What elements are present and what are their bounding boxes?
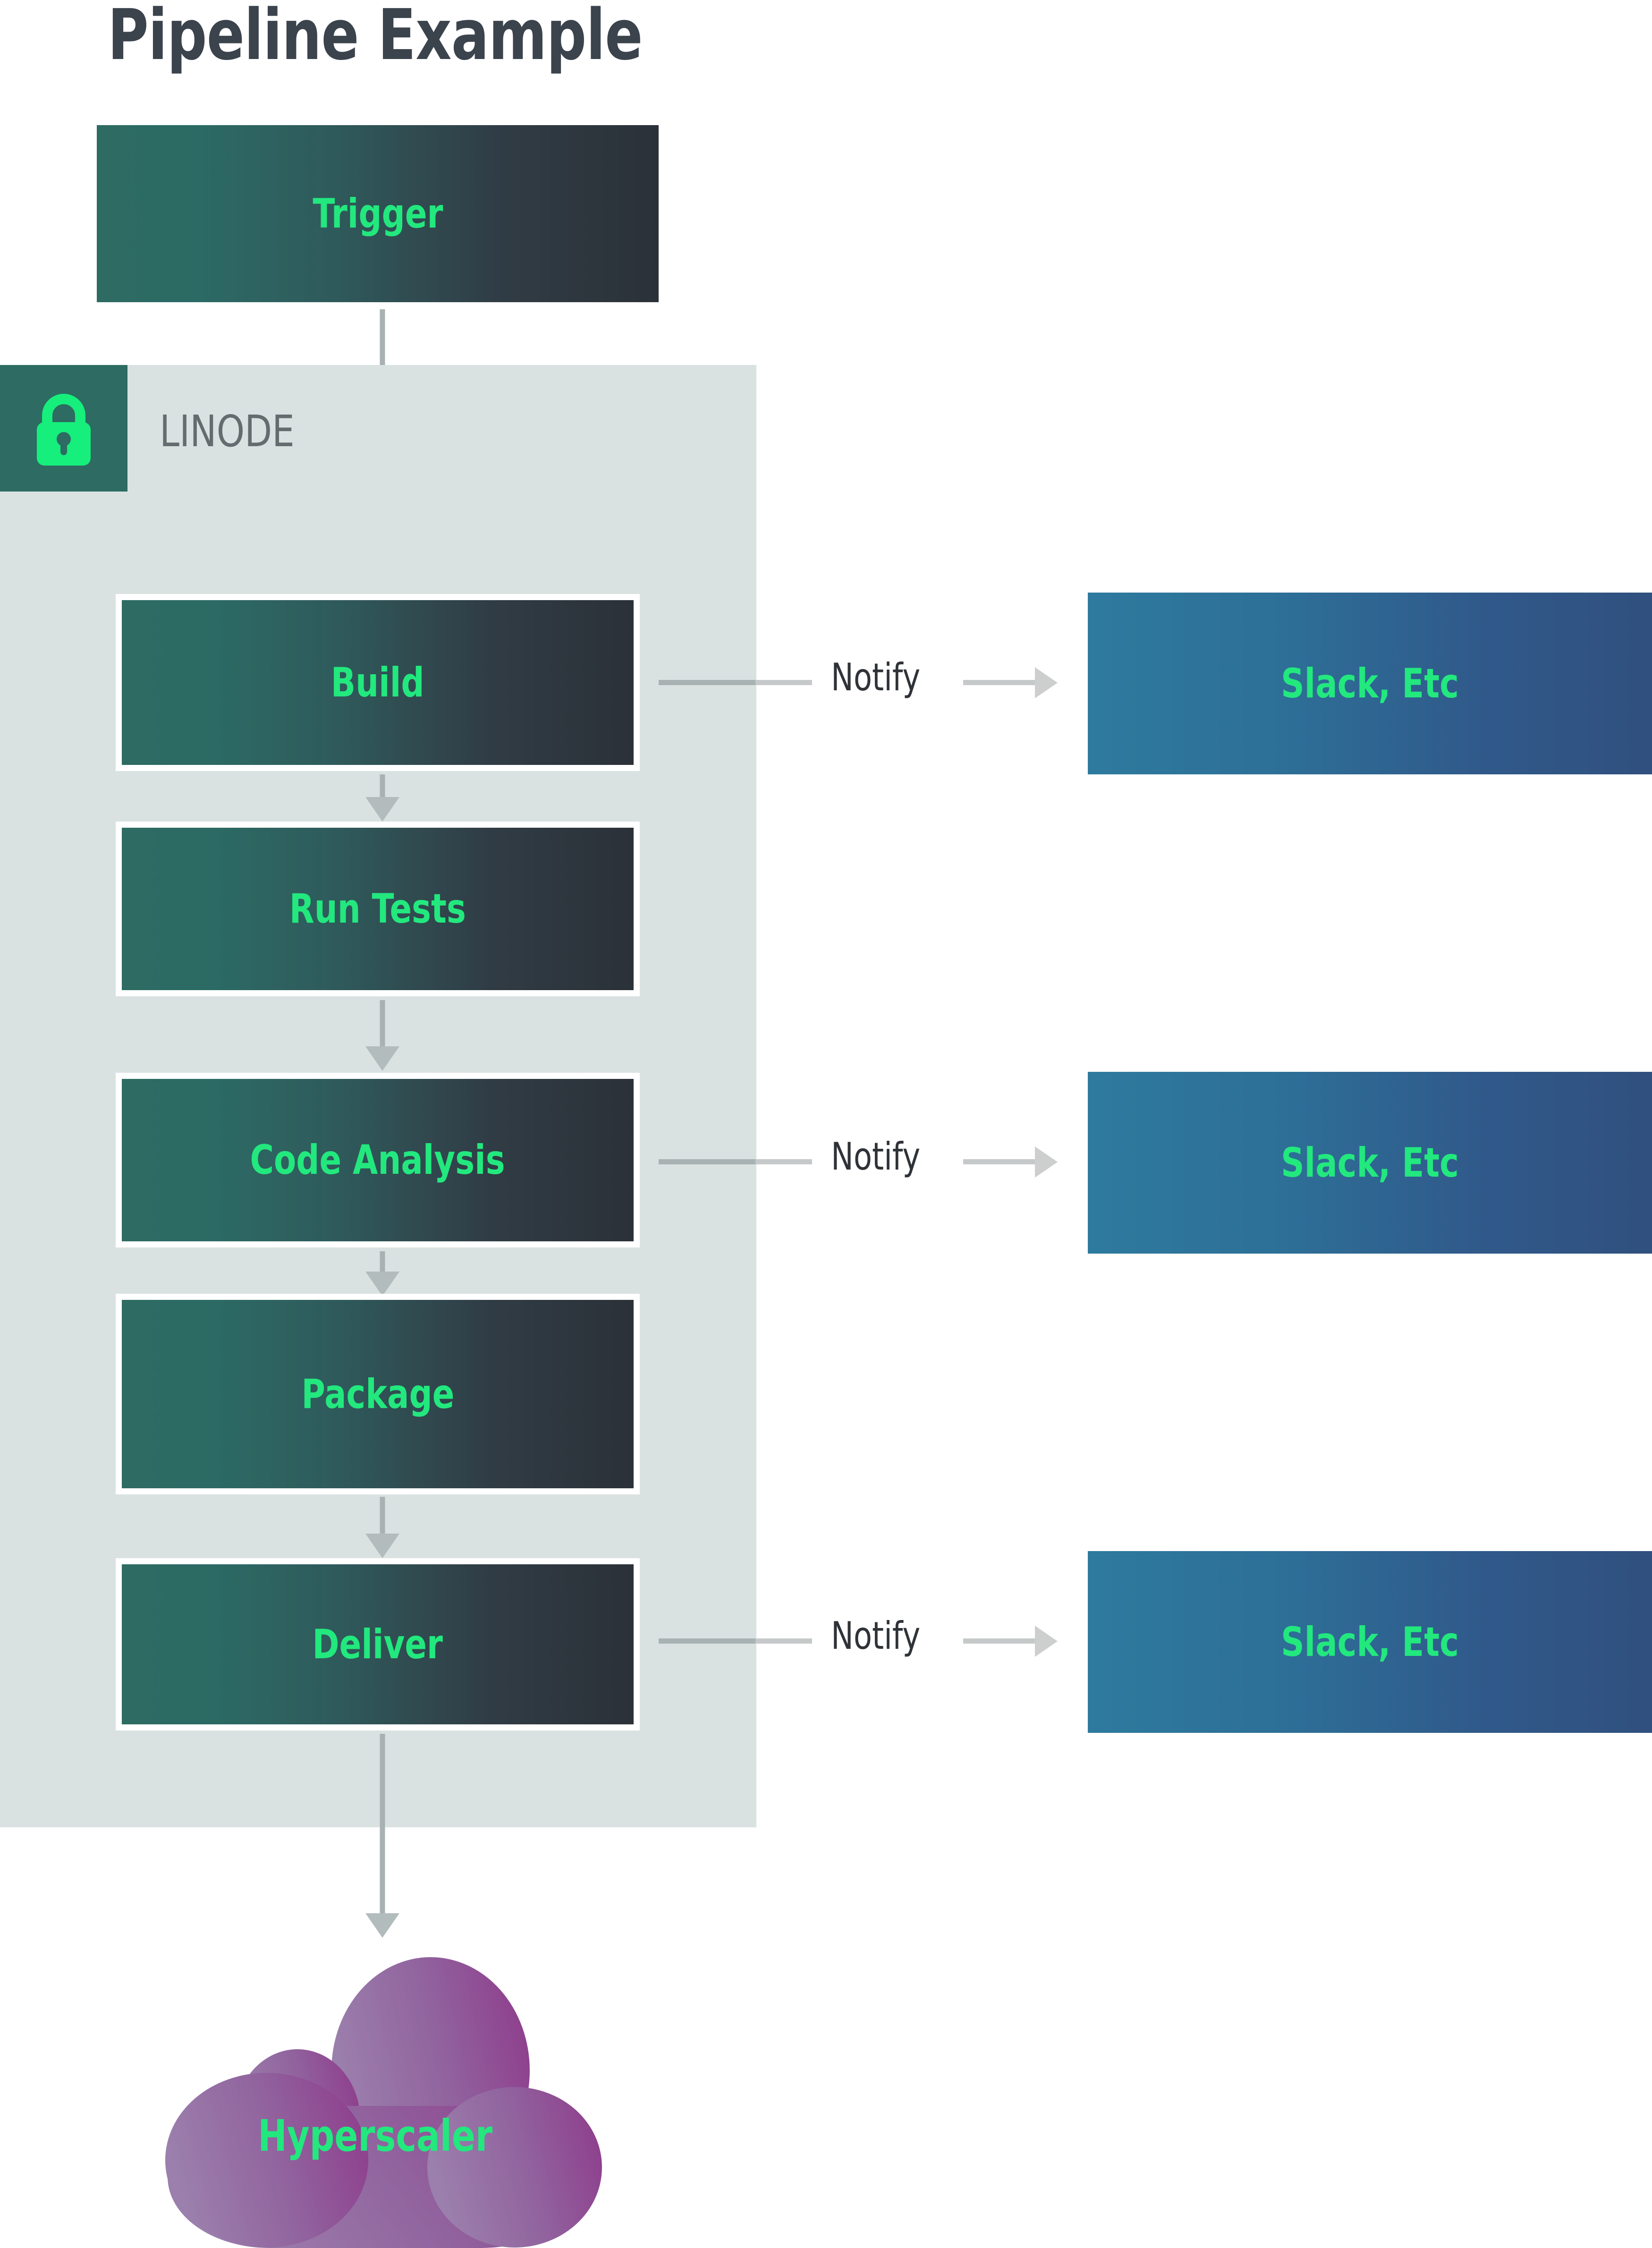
arrow-head-icon xyxy=(365,1046,399,1071)
arrow-shaft xyxy=(380,1734,385,1913)
node-build[interactable]: Build xyxy=(116,594,640,771)
arrow-shaft xyxy=(380,1251,385,1272)
arrow-head-icon xyxy=(365,1913,399,1938)
node-package-label: Package xyxy=(301,1370,454,1418)
lock-icon xyxy=(0,365,127,492)
node-slack-1[interactable]: Slack, Etc xyxy=(1088,593,1652,774)
notify-line-left-3b xyxy=(755,1638,812,1644)
notify-line-left-2b xyxy=(755,1159,812,1164)
notify-line-right-3 xyxy=(963,1638,1044,1644)
notify-line-left-3 xyxy=(659,1638,796,1644)
notify-line-left-1 xyxy=(659,680,796,685)
arrow-run-tests-to-code-analysis xyxy=(364,1000,401,1071)
arrow-shaft xyxy=(380,1000,385,1046)
arrow-head-icon xyxy=(365,797,399,822)
notify-label-2: Notify xyxy=(831,1135,921,1179)
node-code-analysis[interactable]: Code Analysis xyxy=(116,1073,640,1247)
node-slack-2[interactable]: Slack, Etc xyxy=(1088,1072,1652,1254)
arrow-code-analysis-to-package xyxy=(364,1251,401,1296)
node-slack-3[interactable]: Slack, Etc xyxy=(1088,1551,1652,1733)
arrow-build-to-run-tests xyxy=(364,774,401,822)
node-trigger-label: Trigger xyxy=(313,190,443,238)
cloud-icon xyxy=(165,1957,602,2248)
notify-line-right-2 xyxy=(963,1159,1044,1164)
node-build-label: Build xyxy=(331,659,424,706)
notify-line-right-1 xyxy=(963,680,1044,685)
node-slack-1-label: Slack, Etc xyxy=(1281,660,1459,707)
zone-linode-label: LINODE xyxy=(160,406,295,457)
node-package[interactable]: Package xyxy=(116,1294,640,1494)
page-title: Pipeline Example xyxy=(108,0,643,76)
arrow-package-to-deliver xyxy=(364,1497,401,1558)
node-hyperscaler[interactable]: Hyperscaler xyxy=(142,1950,609,2248)
node-trigger[interactable]: Trigger xyxy=(97,125,659,302)
arrow-shaft xyxy=(380,774,385,797)
node-deliver[interactable]: Deliver xyxy=(116,1558,640,1731)
arrow-head-icon xyxy=(1035,1626,1058,1657)
notify-line-left-2 xyxy=(659,1159,796,1164)
arrow-head-icon xyxy=(365,1272,399,1296)
arrow-deliver-to-hyperscaler xyxy=(364,1734,401,1938)
arrow-head-icon xyxy=(1035,667,1058,698)
node-run-tests[interactable]: Run Tests xyxy=(116,822,640,996)
arrow-head-icon xyxy=(1035,1146,1058,1178)
notify-label-3: Notify xyxy=(831,1614,921,1658)
node-code-analysis-label: Code Analysis xyxy=(250,1137,506,1184)
node-slack-2-label: Slack, Etc xyxy=(1281,1139,1459,1187)
node-run-tests-label: Run Tests xyxy=(289,885,466,933)
node-slack-3-label: Slack, Etc xyxy=(1281,1618,1459,1666)
arrow-head-icon xyxy=(365,1534,399,1558)
arrow-shaft xyxy=(380,1497,385,1534)
notify-line-left-1b xyxy=(755,680,812,685)
node-deliver-label: Deliver xyxy=(312,1620,443,1668)
notify-label-1: Notify xyxy=(831,655,921,699)
